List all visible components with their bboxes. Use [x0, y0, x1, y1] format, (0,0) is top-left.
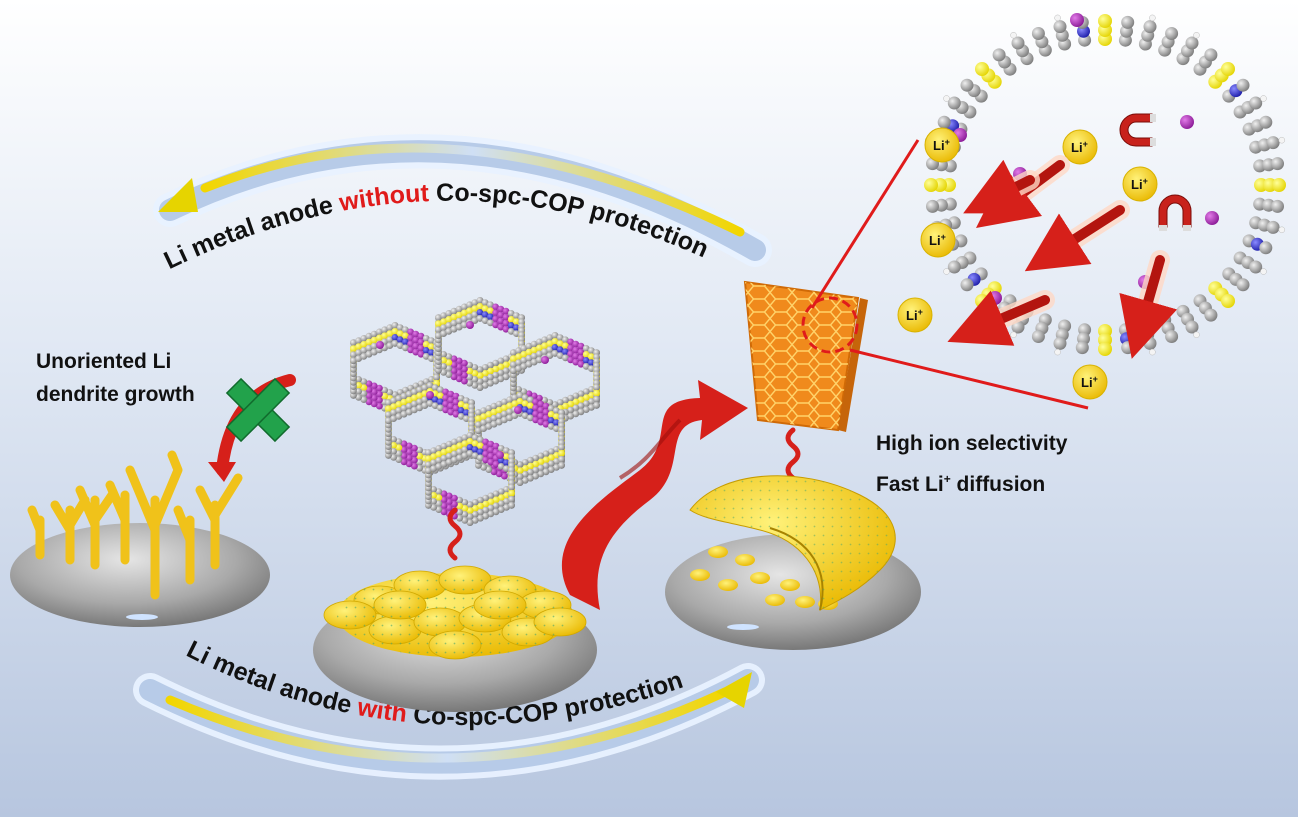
film-electrode	[665, 475, 921, 650]
magnet-icon	[1119, 113, 1156, 147]
dendrite-electrode	[10, 450, 270, 627]
cop-framework	[350, 297, 600, 526]
cross-mark-icon	[225, 377, 291, 443]
svg-text:Li+: Li+	[933, 137, 950, 153]
diffusion-arrow-icon	[963, 159, 1040, 214]
diffusion-arrow-icon	[947, 290, 1055, 346]
li-ion: Li+	[1062, 129, 1098, 165]
bottom-arc-arrow	[133, 663, 765, 780]
li-ion: Li+	[924, 127, 960, 163]
diffusion-arrow-icon	[1119, 250, 1178, 359]
fast-diffusion-sup: +	[943, 471, 951, 486]
zoom-line	[849, 348, 1089, 410]
svg-text:Li+: Li+	[1131, 176, 1148, 192]
unoriented-line2: dendrite growth	[36, 382, 195, 406]
li-deposits	[690, 546, 838, 610]
diffusion-arrow-icon	[1024, 200, 1130, 272]
svg-text:Li+: Li+	[1081, 374, 1098, 390]
fast-diffusion-suffix: diffusion	[950, 472, 1046, 496]
zoomed-pore: Li+ Li+ Li+ Li+ Li+ Li+	[897, 13, 1286, 400]
wavy-arrow-icon	[447, 507, 463, 561]
unoriented-label: Unoriented Li dendrite growth	[36, 346, 195, 411]
magnet-icon	[1158, 194, 1192, 231]
dendrite-branches	[27, 450, 243, 600]
ribbon-arrow-icon	[561, 380, 748, 610]
ion-properties-label: High ion selectivity Fast Li+ diffusion	[876, 428, 1067, 501]
wavy-arrow-icon	[785, 427, 801, 481]
high-ion-selectivity: High ion selectivity	[876, 432, 1068, 455]
magnify-circle	[801, 296, 859, 354]
svg-text:Li+: Li+	[906, 307, 923, 323]
li-ion: Li+	[1122, 166, 1158, 202]
li-ion: Li+	[1072, 364, 1108, 400]
cop-film	[743, 280, 868, 432]
protected-electrode	[313, 565, 597, 712]
svg-text:Li+: Li+	[929, 232, 946, 248]
top-arc-emphasis: without	[336, 179, 430, 217]
fast-diffusion-prefix: Fast Li	[876, 472, 944, 496]
top-arc-arrow	[153, 134, 772, 267]
fast-diffusion: Fast Li+ diffusion	[876, 469, 1067, 502]
unoriented-line1: Unoriented Li	[36, 350, 172, 373]
li-ion: Li+	[920, 222, 956, 258]
li-ion: Li+	[897, 297, 933, 333]
svg-text:Li+: Li+	[1071, 139, 1088, 155]
zoom-line	[810, 139, 920, 309]
